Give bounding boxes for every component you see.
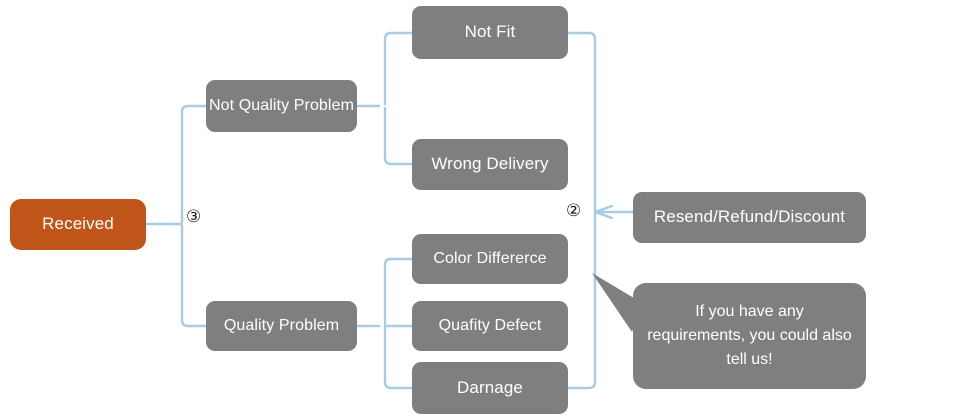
branch-marker-three: ③	[186, 207, 202, 227]
node-received[interactable]: Received	[10, 199, 146, 250]
node-not-quality-problem[interactable]: Not Quality Problem	[206, 80, 357, 132]
node-quafity-defect[interactable]: Quafity Defect	[412, 301, 568, 351]
connector-trunk-merge-lower	[593, 210, 614, 220]
connector-notquality-down-wrongdelivery	[383, 106, 414, 166]
connector-notfit-to-trunk	[566, 31, 597, 212]
node-not-fit[interactable]: Not Fit	[412, 6, 568, 59]
connector-trunk-merge-upper	[593, 204, 614, 214]
node-color-differerce[interactable]: Color Differerce	[412, 234, 568, 284]
connector-quality-up-colordiff	[383, 257, 414, 326]
connector-notquality-up-notfit	[383, 31, 414, 106]
callout-tail-icon	[592, 273, 644, 332]
connector-quality-down-darnage	[383, 326, 414, 390]
node-resend-refund-discount[interactable]: Resend/Refund/Discount	[633, 192, 866, 243]
branch-marker-two: ②	[566, 201, 582, 221]
connector-split-down-quality	[180, 224, 208, 328]
connector-darnage-to-trunk	[566, 212, 597, 390]
node-darnage[interactable]: Darnage	[412, 362, 568, 414]
callout-bubble[interactable]: If you have any requirements, you could …	[633, 283, 866, 389]
connector-split-up-notquality	[180, 104, 208, 224]
node-wrong-delivery[interactable]: Wrong Delivery	[412, 139, 568, 190]
node-quality-problem[interactable]: Quality Problem	[206, 301, 357, 351]
